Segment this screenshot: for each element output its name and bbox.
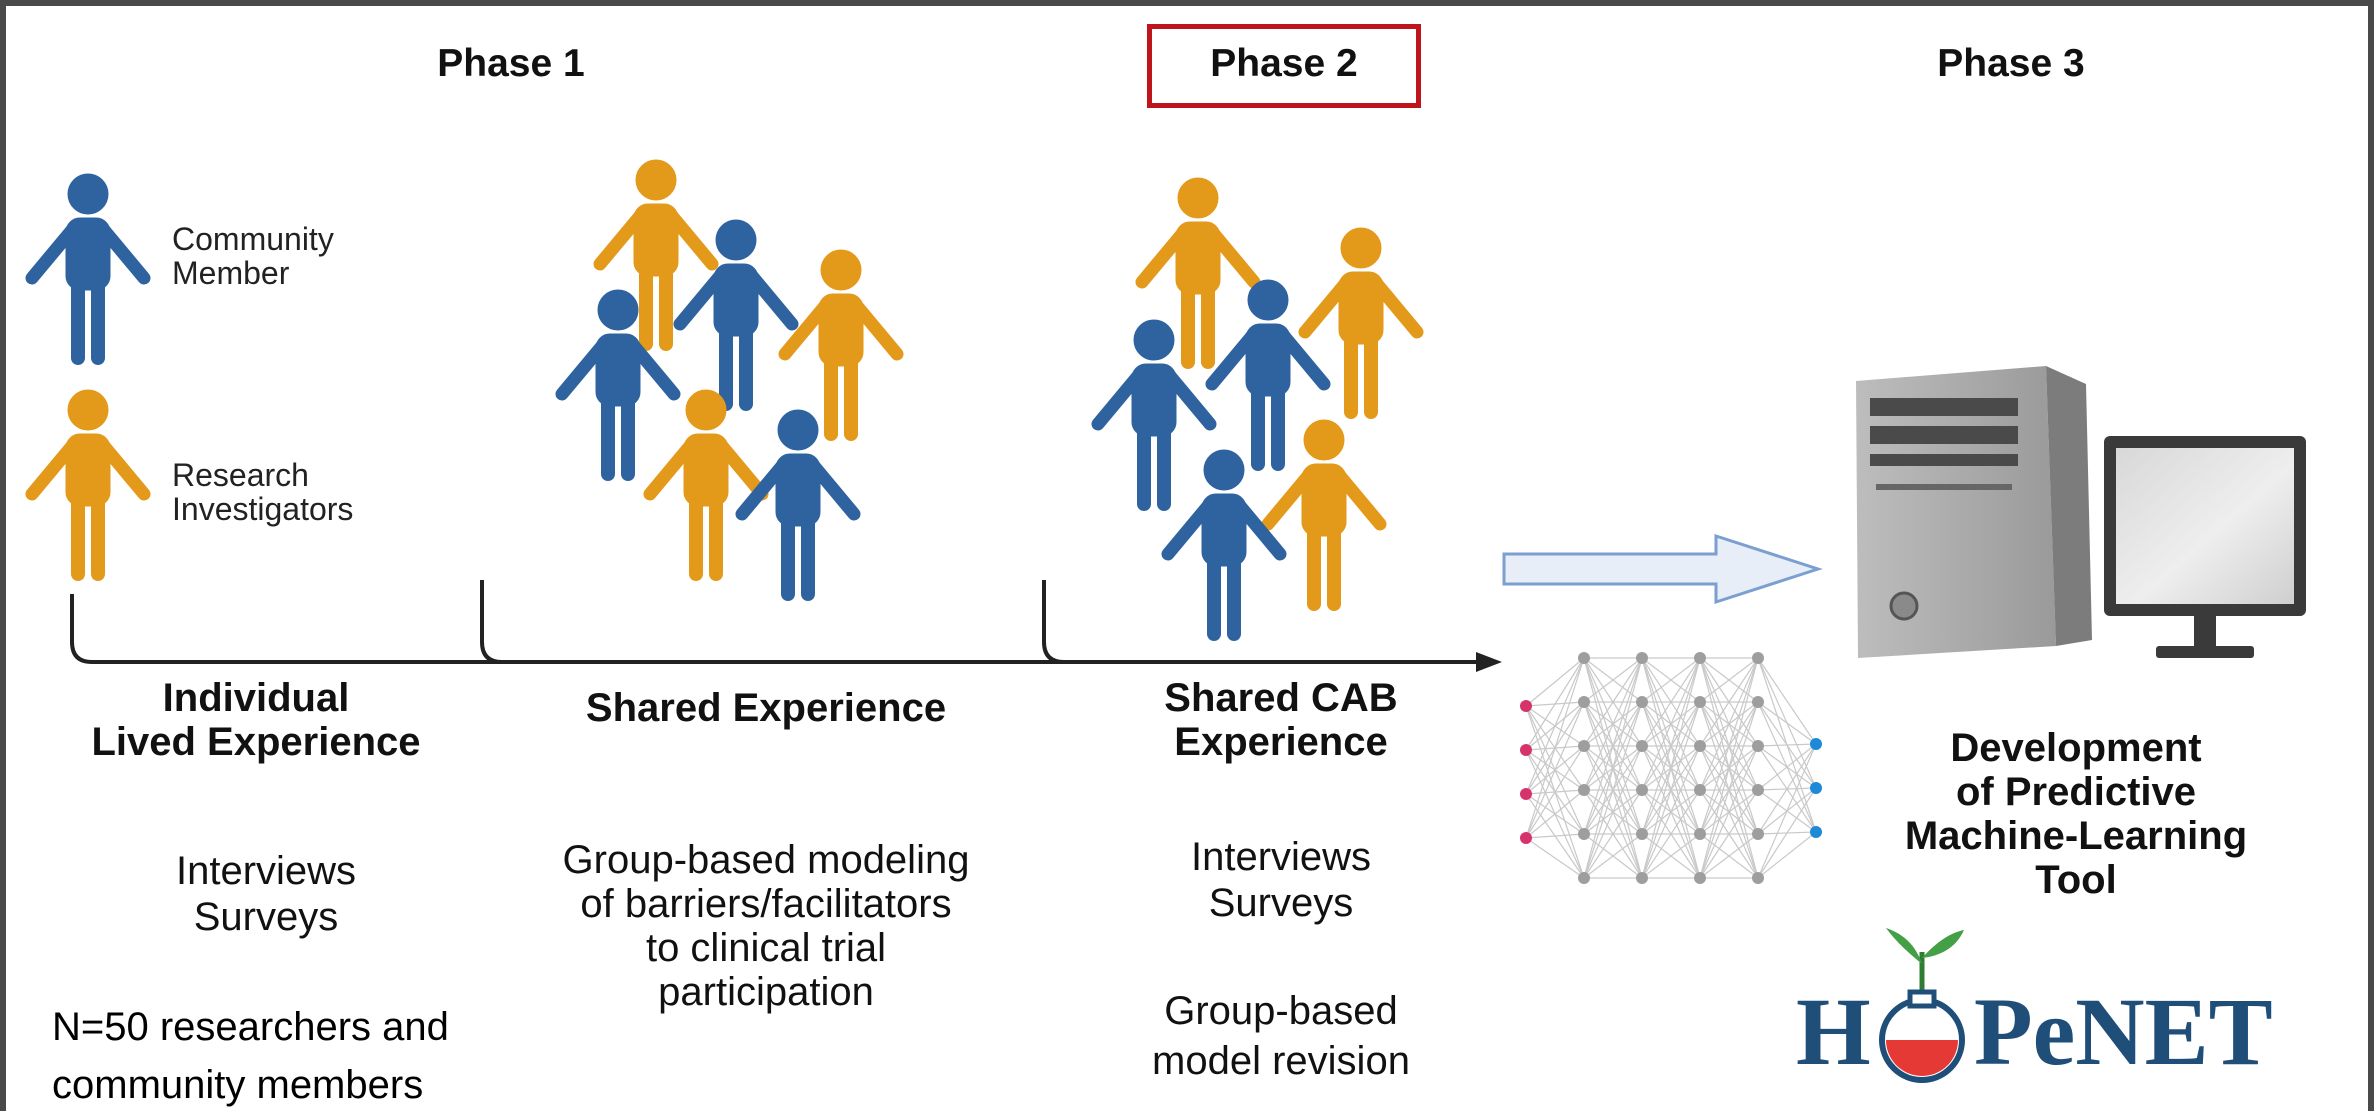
legend-research-investigators: Research Investigators (172, 457, 354, 527)
computer-icon (1856, 366, 2306, 658)
legend-community-member: Community Member (172, 221, 334, 291)
timeline-arrow (70, 580, 1502, 672)
phase-1-label: Phase 1 (437, 42, 585, 85)
research-investigator-icon (32, 390, 144, 574)
flow-arrow-icon (1502, 533, 1823, 605)
cab-group-icon (1098, 178, 1417, 634)
stage-shared-description: Group-based modeling of barriers/facilit… (562, 838, 970, 1014)
stage-shared-heading: Shared Experience (585, 686, 947, 730)
phase-2-highlight-box (1147, 24, 1421, 108)
stage-cab-heading: Shared CAB Experience (1164, 676, 1398, 764)
stage-tool-heading: Development of Predictive Machine-Learni… (1904, 726, 2248, 902)
community-member-icon (32, 174, 144, 358)
phase-2-label: Phase 2 (1210, 42, 1358, 85)
neural-network-icon (1520, 652, 1822, 884)
stage-cab-revision: Group-based model revision (1152, 989, 1410, 1083)
diagram-frame: Phase 1 Phase 2 Phase 3 Community Member… (6, 6, 2368, 1111)
sample-size-note: N=50 researchers and community members (52, 1005, 449, 1107)
hopenet-logo-right: PeNET (1974, 978, 2273, 1085)
diagram-artwork (6, 6, 2306, 1083)
phase-3-label: Phase 3 (1937, 42, 2085, 85)
hopenet-logo-left: H (1796, 978, 1871, 1085)
flask-sprout-icon (1879, 928, 1965, 1083)
stage-individual-methods: Interviews Surveys (175, 849, 357, 939)
shared-experience-group-icon (562, 160, 897, 594)
stage-individual-heading: Individual Lived Experience (91, 676, 421, 764)
stage-cab-methods: Interviews Surveys (1190, 835, 1372, 925)
